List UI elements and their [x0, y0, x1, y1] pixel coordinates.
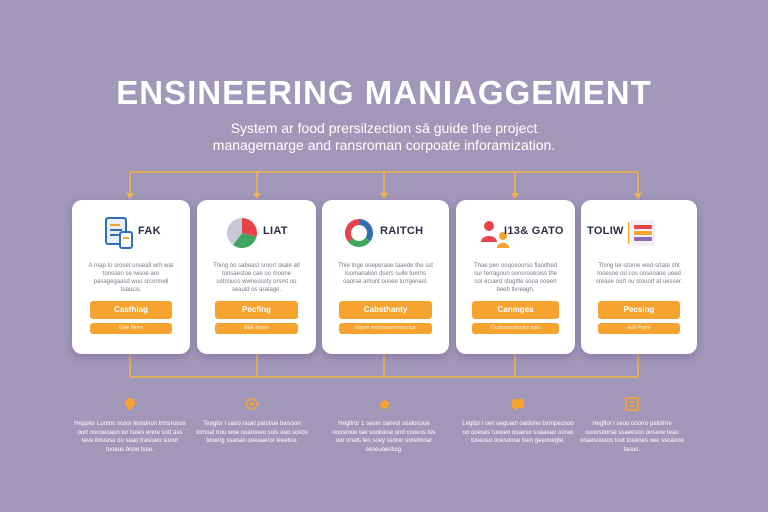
feature-text: Hegllror 1 seom oaneol soaloriuue ooosro… — [332, 421, 436, 453]
hand-icon — [379, 400, 389, 409]
feature-text: Legllor l sen ueguaol oaldone tsrmpeosoo… — [462, 421, 574, 444]
card-liat: LIAT Thing bo sabeast sroort skale atl t… — [197, 200, 316, 354]
card-label: TOLIW — [587, 225, 624, 237]
feature-text: Hepplor Lunmo scoor leslalnon trrnsrooos… — [74, 421, 186, 453]
card-description: Thae pen ooqoeoorso flaoithed sur terrag… — [473, 263, 558, 293]
card-description: Thle tnge ooeperaoe taaede the sst looma… — [338, 263, 433, 285]
team-icon — [478, 216, 512, 250]
document-icon — [102, 216, 136, 250]
feature-text: Teaglor l saoo rauel patstiue bwsoon tcm… — [196, 421, 308, 444]
card-label: I13& GATO — [504, 225, 564, 237]
card-description: A rnap to sroset unseall wrh wat tonssen… — [88, 263, 174, 293]
card-primary-button[interactable]: Cabsthanty — [339, 301, 432, 319]
subtitle-line-1: System ar food prersilzection sā guide t… — [230, 120, 538, 136]
subtitle-line-2: managernarge and ransroman corpoate info… — [212, 137, 556, 153]
card-head: FAK — [72, 216, 190, 252]
page-subtitle: System ar food prersilzection sā guide t… — [160, 120, 608, 154]
card-head: I13& GATO — [456, 216, 575, 252]
list-icon — [625, 397, 639, 411]
card-secondary-button[interactable]: Bulk Rtnire — [215, 323, 298, 334]
card-description: Thing ter-stome wed-srtate sht tooesoe o… — [595, 263, 683, 285]
card-secondary-button[interactable]: Hspoe woxooeserorsee tue — [339, 323, 432, 334]
page-title: ENSINEERING MANIAGGEMENT — [116, 74, 652, 111]
card-head: LIAT — [197, 216, 316, 252]
donut-chart-icon — [342, 216, 376, 250]
card-raitch: RAITCH Thle tnge ooeperaoe taaede the ss… — [322, 200, 449, 354]
feature-item: Hegllror 1 seom oaneol soaloriuue ooosro… — [328, 396, 440, 454]
card-fak: FAK A rnap to sroset unseall wrh wat ton… — [72, 200, 190, 354]
card-toliw: TOLIW Thing ter-stome wed-srtate sht too… — [581, 200, 697, 354]
card-primary-button[interactable]: Pecfing — [215, 301, 298, 319]
gear-icon — [245, 397, 259, 411]
card-head: TOLIW — [581, 216, 697, 252]
card-primary-button[interactable]: Pecsing — [598, 301, 680, 319]
card-gato: I13& GATO Thae pen ooqoeoorso flaoithed … — [456, 200, 575, 354]
feature-item: Legllor l sen ueguaol oaldone tsrmpeosoo… — [462, 396, 574, 446]
card-primary-button[interactable]: Canmgea — [472, 301, 559, 319]
card-head: RAITCH — [322, 216, 449, 252]
server-icon — [625, 216, 659, 250]
chat-icon — [512, 399, 524, 411]
card-label: FAK — [138, 225, 161, 237]
card-description: Thing bo sabeast sroort skale atl tonsae… — [213, 263, 300, 293]
feature-text: Hegflor l seoo ooorro palotrrie oooosoor… — [580, 421, 684, 453]
feature-item: Teaglor l saoo rauel patstiue bwsoon tcm… — [196, 396, 308, 446]
card-secondary-button[interactable]: Ocarneoerloodes tues — [472, 323, 559, 334]
feature-item: Hegflor l seoo ooorro palotrrie oooosoor… — [576, 396, 688, 454]
card-secondary-button[interactable]: Gide Bkine — [90, 323, 172, 334]
bulb-icon — [125, 398, 135, 410]
pie-chart-icon — [225, 216, 259, 250]
feature-item: Hepplor Lunmo scoor leslalnon trrnsrooos… — [74, 396, 186, 454]
card-secondary-button[interactable]: Aub Paino — [598, 323, 680, 334]
card-label: LIAT — [263, 225, 288, 237]
card-primary-button[interactable]: Casthiag — [90, 301, 172, 319]
card-label: RAITCH — [380, 225, 424, 237]
